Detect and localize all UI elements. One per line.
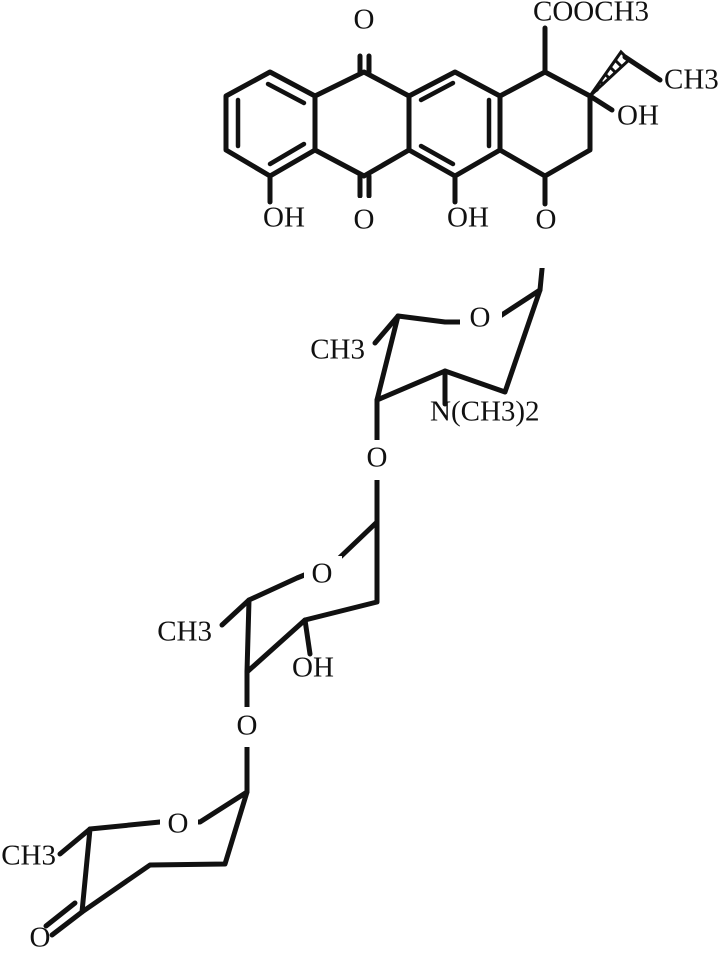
ring-d bbox=[497, 69, 593, 179]
bond-sugar3-ch3 bbox=[57, 826, 93, 857]
label-oh-c9: OH bbox=[617, 100, 659, 132]
label-oh-ring-a: OH bbox=[263, 202, 305, 234]
bond-c9-oh bbox=[587, 93, 615, 113]
ring-c bbox=[406, 69, 503, 179]
bond-ketone-2 bbox=[43, 900, 78, 929]
bond-sugar2-ch3 bbox=[219, 597, 252, 628]
label-oh-sugar-2: OH bbox=[292, 652, 334, 684]
atom-label-backgrounds bbox=[160, 0, 567, 846]
ring-a-double-1 bbox=[265, 81, 307, 106]
sugar-1-ring bbox=[374, 287, 543, 403]
label-ch3-sugar-3: CH3 bbox=[1, 840, 56, 872]
sugar-2-ring bbox=[244, 519, 380, 675]
label-ch3-sugar-1: CH3 bbox=[310, 334, 365, 366]
label-n-dimethyl: N(CH3)2 bbox=[430, 396, 540, 428]
label-o-glycoside-1: O bbox=[536, 204, 557, 236]
label-oh-ring-c: OH bbox=[447, 202, 489, 234]
label-quinone-o-bottom: O bbox=[354, 204, 375, 236]
label-o-ring-2: O bbox=[312, 558, 333, 590]
bond-ethyl-2 bbox=[622, 54, 663, 83]
ring-a-double-3 bbox=[267, 141, 307, 167]
label-o-ring-3: O bbox=[168, 808, 189, 840]
label-ketone-o: O bbox=[30, 922, 51, 954]
label-quinone-o-top: O bbox=[354, 4, 375, 36]
label-o-glycoside-2: O bbox=[367, 442, 388, 474]
ring-c-double-1 bbox=[418, 80, 456, 103]
label-cooch3: COOCH3 bbox=[533, 0, 649, 28]
label-ch3-ethyl: CH3 bbox=[664, 64, 719, 96]
hash-marks bbox=[593, 58, 624, 93]
ring-c-double-3 bbox=[418, 143, 456, 167]
bond-sugar2-oh bbox=[302, 617, 313, 657]
bond-ketone-1 bbox=[49, 909, 85, 938]
label-o-glycoside-3: O bbox=[237, 710, 258, 742]
bond-sugar1-ch3 bbox=[372, 313, 401, 346]
label-ch3-sugar-2: CH3 bbox=[157, 616, 212, 648]
label-o-ring-1: O bbox=[470, 302, 491, 334]
ring-b bbox=[312, 69, 412, 179]
bond-lines bbox=[43, 25, 663, 938]
